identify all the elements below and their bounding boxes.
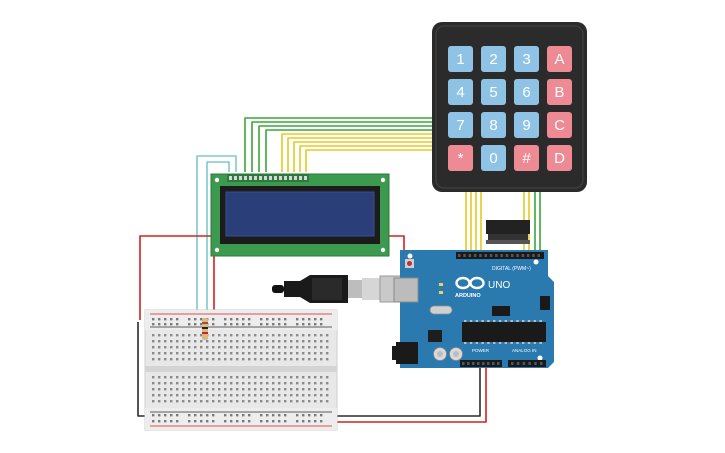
analog-header-label: ANALOG IN [512,348,537,353]
keypad-key [448,145,473,171]
bottom-pins [462,362,543,365]
keypad-key-label: 1 [456,51,464,68]
keypad-key-label: 6 [522,84,530,101]
arduino-brand: ARDUINO [455,293,481,299]
keypad-key-label: 2 [489,51,497,68]
keypad-key [547,145,572,171]
power-jack [396,342,418,364]
arduino-logo [455,276,485,290]
green-wire-2 [251,121,432,172]
yellow-wire-5 [305,149,432,172]
keypad-key [481,145,506,171]
power-header-label: POWER [472,348,490,353]
keypad-key-label: 7 [456,117,464,134]
atmega-chip [462,322,546,342]
keypad-key-label: 0 [489,150,497,167]
keypad-key [448,79,473,105]
keypad-key-label: D [554,150,565,167]
breadboard [144,309,338,431]
breadboard-holes [152,318,329,423]
usb-jack [393,277,419,303]
keypad-key [514,112,539,138]
analog-header [508,360,546,367]
keypad-key [481,46,506,72]
keypad-key-label: 4 [456,84,464,101]
keypad-key-label: 3 [522,51,530,68]
chip-pins [464,320,542,344]
green-wire-1 [244,117,432,172]
keypad-key [481,112,506,138]
lcd-pin-row [229,176,307,180]
keypad-key-label: # [522,150,531,167]
arduino-model: UNO [488,280,510,291]
keypad-key [547,112,572,138]
keypad-key-label: B [554,84,564,101]
keypad-key [448,46,473,72]
keypad-key [514,145,539,171]
keypad-key [448,112,473,138]
keypad-key-label: * [458,150,464,167]
power-header [460,360,502,367]
keypad-key-label: 5 [489,84,497,101]
keypad-key-label: 8 [489,117,497,134]
keypad-key [514,79,539,105]
lcd-screen [226,192,374,236]
resistor [202,318,208,340]
keypad-keys: 1 2 3 A 4 5 6 B 7 8 9 C * 0 # D [448,46,572,171]
black-wire-bottom [336,360,481,417]
arduino-uno: DIGITAL (PWM~) ARDUINO UNO [392,250,554,368]
keypad-key [547,46,572,72]
keypad-key-label: 9 [522,117,530,134]
keypad-key [514,46,539,72]
keypad-key [481,79,506,105]
keypad-key-label: C [554,117,565,134]
yellow-wire-1 [281,133,432,172]
yellow-wire-4 [299,145,432,172]
digital-header [456,252,544,259]
keypad-connector [486,220,530,244]
keypad-key [547,79,572,105]
cyan-wire-1 [196,155,237,330]
green-wire-3 [258,125,432,172]
yellow-wire-3 [293,141,432,172]
green-wire-4 [265,129,432,172]
digital-pins [458,254,540,257]
lcd-display [210,173,390,257]
keypad: 1 2 3 A 4 5 6 B 7 8 9 C * 0 # D [432,22,587,192]
yellow-wire-2 [287,137,432,172]
keypad-key-label: A [554,51,564,68]
digital-header-label: DIGITAL (PWM~) [492,266,531,272]
crystal [429,305,453,315]
lcd-pins [227,174,309,182]
